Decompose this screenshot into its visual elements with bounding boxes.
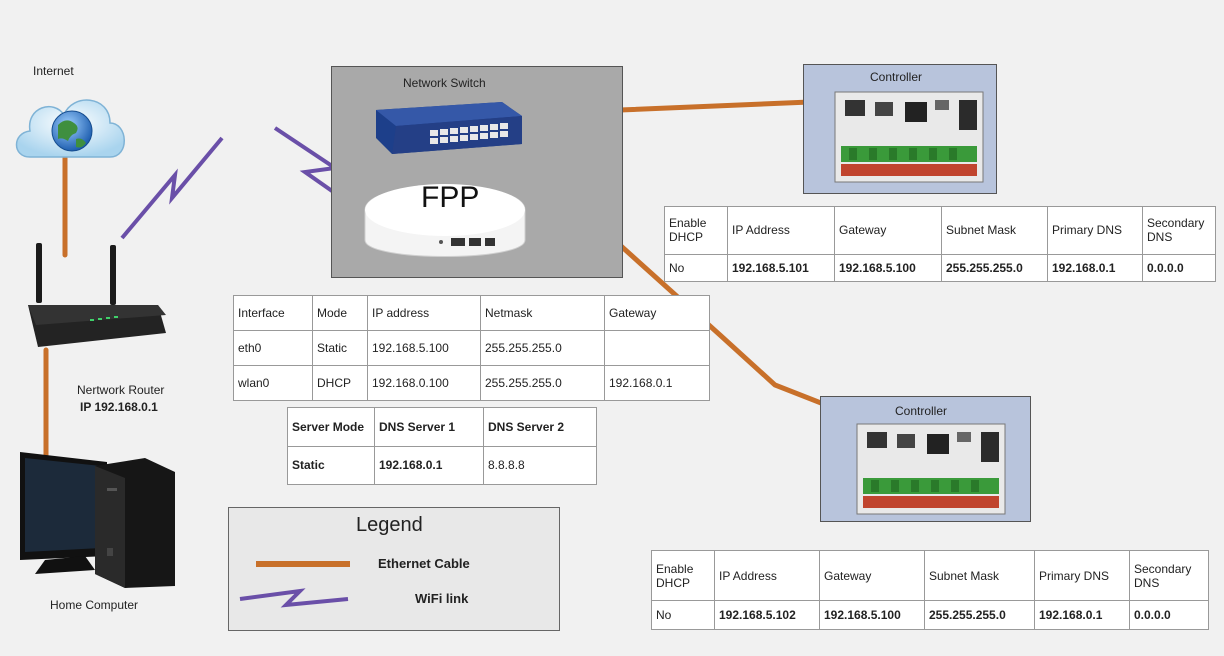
controller-1-table: Enable DHCP IP Address Gateway Subnet Ma…	[664, 206, 1216, 283]
table-cell: 192.168.5.101	[727, 253, 835, 283]
table-header-row: Enable DHCP IP Address Gateway Subnet Ma…	[651, 549, 1209, 602]
table-header-cell: Enable DHCP	[651, 549, 715, 602]
legend-title: Legend	[356, 514, 423, 536]
table-cell: 8.8.8.8	[483, 445, 597, 485]
table-cell: Static	[312, 330, 368, 366]
table-header-cell: IP Address	[727, 206, 835, 255]
controller-2-table: Enable DHCP IP Address Gateway Subnet Ma…	[651, 549, 1209, 630]
home-computer-label: Home Computer	[50, 598, 139, 612]
network-switch-label: Network Switch	[403, 76, 486, 90]
internet-cloud-icon	[15, 99, 125, 158]
table-header-row: Enable DHCP IP Address Gateway Subnet Ma…	[664, 206, 1216, 255]
table-header-row: Server Mode DNS Server 1 DNS Server 2	[287, 407, 597, 447]
table-cell: 255.255.255.0	[941, 253, 1048, 283]
table-row: No 192.168.5.102 192.168.5.100 255.255.2…	[651, 600, 1209, 630]
table-row: Static 192.168.0.1 8.8.8.8	[287, 445, 597, 485]
fpp-interfaces-table: Interface Mode IP address Netmask Gatewa…	[233, 295, 710, 401]
table-cell: 192.168.5.100	[834, 253, 942, 283]
legend-wifi-swatch	[239, 588, 349, 608]
router-name-label: Nertwork Router	[77, 383, 165, 397]
table-header-cell: Netmask	[480, 295, 605, 331]
table-cell: No	[651, 600, 715, 630]
fpp-label: FPP	[421, 181, 480, 214]
legend-box	[228, 507, 560, 631]
wifi-router	[120, 136, 224, 240]
home-computer-icon	[20, 452, 175, 588]
table-cell: 0.0.0.0	[1142, 253, 1216, 283]
table-header-cell: Primary DNS	[1034, 549, 1130, 602]
table-cell: 192.168.5.100	[367, 330, 481, 366]
table-header-cell: Enable DHCP	[664, 206, 728, 255]
table-cell: DHCP	[312, 365, 368, 401]
legend-ethernet-label: Ethernet Cable	[378, 556, 470, 571]
table-cell: 192.168.0.1	[1047, 253, 1143, 283]
table-cell: 0.0.0.0	[1129, 600, 1209, 630]
table-header-cell: Gateway	[819, 549, 925, 602]
table-cell: No	[664, 253, 728, 283]
table-cell: 255.255.255.0	[480, 330, 605, 366]
table-cell: 192.168.0.1	[604, 365, 710, 401]
table-cell: 192.168.5.102	[714, 600, 820, 630]
table-header-cell: Mode	[312, 295, 368, 331]
table-header-cell: IP address	[367, 295, 481, 331]
table-header-cell: Subnet Mask	[941, 206, 1048, 255]
table-cell: 192.168.0.100	[367, 365, 481, 401]
table-cell: wlan0	[233, 365, 313, 401]
wifi-links	[120, 126, 364, 240]
table-row: No 192.168.5.101 192.168.5.100 255.255.2…	[664, 253, 1216, 283]
network-switch-icon	[376, 102, 522, 154]
table-cell: 192.168.0.1	[374, 445, 484, 485]
table-header-cell: Gateway	[604, 295, 710, 331]
legend-swatches	[239, 561, 350, 608]
fpp-dns-table: Server Mode DNS Server 1 DNS Server 2 St…	[287, 407, 597, 485]
fpp-device-icon	[364, 184, 526, 257]
table-cell: 255.255.255.0	[480, 365, 605, 401]
table-cell	[604, 330, 710, 366]
table-header-row: Interface Mode IP address Netmask Gatewa…	[233, 295, 710, 331]
table-header-cell: Subnet Mask	[924, 549, 1035, 602]
controller-1-label: Controller	[870, 70, 923, 84]
controller-2-board-icon	[856, 423, 1006, 515]
table-header-cell: Interface	[233, 295, 313, 331]
router-icon	[28, 243, 166, 347]
table-header-cell: Gateway	[834, 206, 942, 255]
table-header-cell: IP Address	[714, 549, 820, 602]
table-row: eth0 Static 192.168.5.100 255.255.255.0	[233, 330, 710, 366]
table-cell: eth0	[233, 330, 313, 366]
table-cell: 255.255.255.0	[924, 600, 1035, 630]
legend-wifi-label: WiFi link	[415, 591, 469, 606]
router-ip-label: IP 192.168.0.1	[80, 400, 158, 414]
table-header-cell: Primary DNS	[1047, 206, 1143, 255]
controller-2-label: Controller	[895, 404, 948, 418]
table-header-cell: Secondary DNS	[1142, 206, 1216, 255]
table-row: wlan0 DHCP 192.168.0.100 255.255.255.0 1…	[233, 365, 710, 401]
internet-label: Internet	[33, 64, 74, 78]
table-cell: 192.168.5.100	[819, 600, 925, 630]
table-header-cell: Server Mode	[287, 407, 375, 447]
table-header-cell: DNS Server 2	[483, 407, 597, 447]
controller-1-board-icon	[834, 91, 984, 183]
table-header-cell: Secondary DNS	[1129, 549, 1209, 602]
table-cell: 192.168.0.1	[1034, 600, 1130, 630]
table-cell: Static	[287, 445, 375, 485]
table-header-cell: DNS Server 1	[374, 407, 484, 447]
